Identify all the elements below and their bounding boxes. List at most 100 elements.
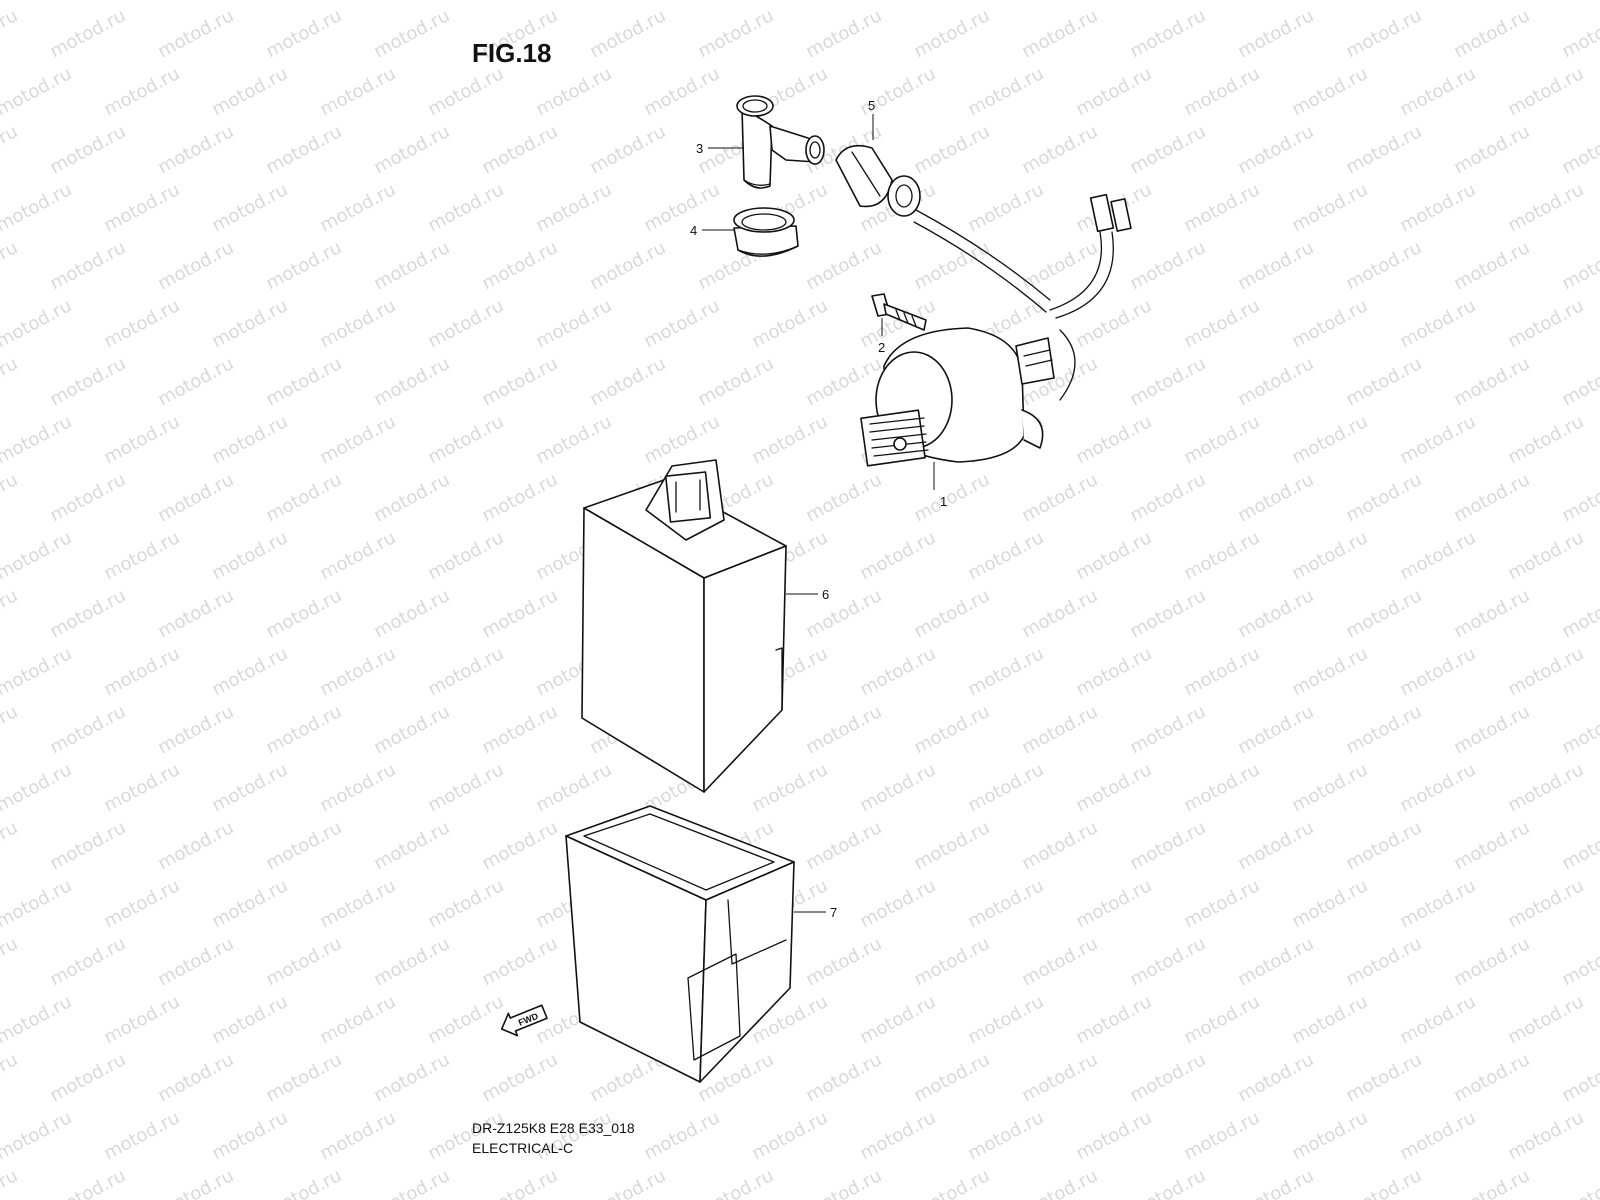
watermark-text: motod.ru (0, 759, 75, 816)
watermark-text: motod.ru (1288, 1107, 1371, 1164)
watermark-text: motod.ru (0, 0, 75, 4)
watermark-text: motod.ru (856, 991, 939, 1048)
watermark-text: motod.ru (370, 1049, 453, 1106)
watermark-text: motod.ru (478, 1165, 561, 1200)
watermark-text: motod.ru (802, 353, 885, 410)
watermark-text: motod.ru (100, 1107, 183, 1164)
watermark-text: motod.ru (46, 585, 129, 642)
watermark-text: motod.ru (46, 1165, 129, 1200)
watermark-text: motod.ru (100, 875, 183, 932)
watermark-text: motod.ru (262, 701, 345, 758)
watermark-text: motod.ru (1234, 237, 1317, 294)
watermark-text: motod.ru (910, 5, 993, 62)
watermark-text: motod.ru (1018, 933, 1101, 990)
watermark-text: motod.ru (1072, 527, 1155, 584)
watermark-text: motod.ru (1396, 63, 1479, 120)
watermark-text: motod.ru (964, 991, 1047, 1048)
watermark-text: motod.ru (1342, 5, 1425, 62)
watermark-text: motod.ru (964, 527, 1047, 584)
watermark-text: motod.ru (370, 237, 453, 294)
watermark-text: motod.ru (1288, 759, 1371, 816)
watermark-text: motod.ru (1396, 643, 1479, 700)
cdi-unit-drawing[interactable] (581, 459, 787, 793)
watermark-text: motod.ru (46, 817, 129, 874)
watermark-text: motod.ru (964, 0, 1047, 4)
ignition-coil-drawing[interactable] (860, 327, 1055, 467)
watermark-text: motod.ru (0, 353, 21, 410)
watermark-text: motod.ru (1072, 643, 1155, 700)
watermark-text: motod.ru (1072, 759, 1155, 816)
watermark-text: motod.ru (586, 237, 669, 294)
watermark-text: motod.ru (910, 933, 993, 990)
bolt-drawing[interactable] (871, 293, 927, 331)
watermark-text: motod.ru (0, 469, 21, 526)
callout-6: 6 (822, 587, 829, 602)
watermark-text: motod.ru (910, 469, 993, 526)
watermark-text: motod.ru (1126, 1165, 1209, 1200)
watermark-text: motod.ru (964, 875, 1047, 932)
watermark-text: motod.ru (1234, 817, 1317, 874)
watermark-text: motod.ru (0, 1049, 21, 1106)
watermark-text: motod.ru (1018, 469, 1101, 526)
watermark-text: motod.ru (1234, 585, 1317, 642)
watermark-text: motod.ru (0, 585, 21, 642)
watermark-text: motod.ru (0, 875, 75, 932)
watermark-text: motod.ru (1558, 585, 1600, 642)
watermark-text: motod.ru (154, 1165, 237, 1200)
watermark-text: motod.ru (100, 63, 183, 120)
watermark-text: motod.ru (1234, 121, 1317, 178)
watermark-text: motod.ru (100, 179, 183, 236)
watermark-text: motod.ru (964, 179, 1047, 236)
watermark-text: motod.ru (748, 759, 831, 816)
watermark-text: motod.ru (316, 527, 399, 584)
watermark-text: motod.ru (262, 1165, 345, 1200)
watermark-text: motod.ru (1072, 875, 1155, 932)
watermark-text: motod.ru (586, 5, 669, 62)
watermark-text: motod.ru (424, 759, 507, 816)
watermark-text: motod.ru (1180, 991, 1263, 1048)
plug-cap-seal-drawing[interactable] (733, 207, 799, 257)
plug-cap-drawing[interactable] (736, 95, 825, 189)
watermark-text: motod.ru (46, 469, 129, 526)
watermark-text: motod.ru (1450, 237, 1533, 294)
watermark-text: motod.ru (0, 179, 75, 236)
watermark-text: motod.ru (1396, 295, 1479, 352)
watermark-text: motod.ru (478, 469, 561, 526)
figure-title: FIG.18 (472, 38, 552, 68)
watermark-text: motod.ru (1558, 701, 1600, 758)
watermark-text: motod.ru (802, 237, 885, 294)
watermark-text: motod.ru (1504, 643, 1587, 700)
watermark-text: motod.ru (1234, 469, 1317, 526)
watermark-text: motod.ru (262, 1049, 345, 1106)
cable-grommet-drawing[interactable] (835, 144, 921, 217)
watermark-text: motod.ru (208, 875, 291, 932)
watermark-text: motod.ru (1504, 0, 1587, 4)
watermark-text: motod.ru (1288, 643, 1371, 700)
watermark-text: motod.ru (910, 1049, 993, 1106)
watermark-text: motod.ru (262, 817, 345, 874)
watermark-text: motod.ru (46, 353, 129, 410)
watermark-text: motod.ru (856, 527, 939, 584)
watermark-text: motod.ru (0, 643, 75, 700)
watermark-text: motod.ru (316, 643, 399, 700)
watermark-text: motod.ru (1342, 353, 1425, 410)
watermark-text: motod.ru (262, 469, 345, 526)
watermark-text: motod.ru (0, 63, 75, 120)
watermark-text: motod.ru (910, 817, 993, 874)
watermark-text: motod.ru (910, 585, 993, 642)
watermark-text: motod.ru (0, 527, 75, 584)
watermark-text: motod.ru (478, 585, 561, 642)
watermark-text: motod.ru (1180, 295, 1263, 352)
watermark-text: motod.ru (748, 0, 831, 4)
cdi-holder-drawing[interactable] (565, 805, 795, 1083)
watermark-text: motod.ru (1180, 875, 1263, 932)
watermark-text: motod.ru (1126, 5, 1209, 62)
watermark-text: motod.ru (154, 353, 237, 410)
watermark-text: motod.ru (478, 237, 561, 294)
watermark-text: motod.ru (0, 1165, 21, 1200)
watermark-text: motod.ru (208, 0, 291, 4)
watermark-text: motod.ru (1342, 237, 1425, 294)
watermark-text: motod.ru (1450, 353, 1533, 410)
watermark-text: motod.ru (1396, 1107, 1479, 1164)
